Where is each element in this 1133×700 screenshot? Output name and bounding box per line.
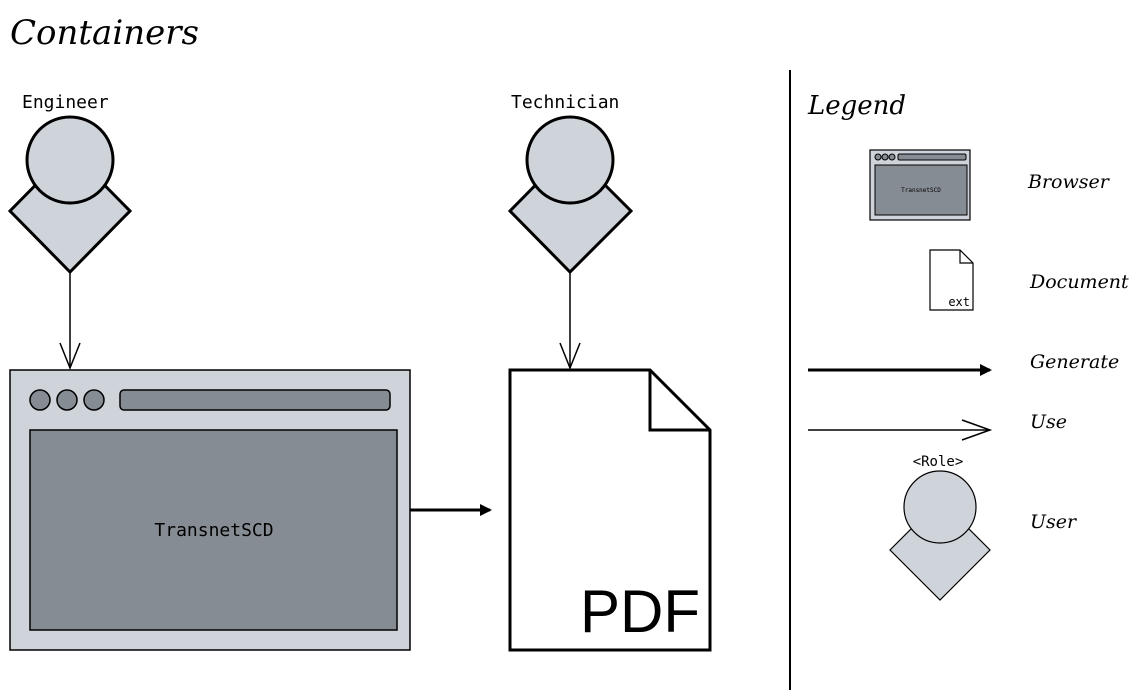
diagram-title: Containers (10, 13, 199, 53)
engineer-actor: Engineer (7, 92, 133, 275)
legend-browser-icon: TransnetSCD (869, 149, 971, 221)
technician-head (525, 115, 615, 205)
legend-title: Legend (807, 91, 906, 121)
engineer-label: Engineer (22, 92, 109, 113)
browser-dot-icon (83, 389, 105, 411)
browser-address-bar (119, 389, 391, 411)
legend-document-ext: ext (948, 295, 970, 309)
pdf-label: PDF (580, 578, 700, 645)
technician-label: Technician (511, 92, 619, 113)
legend-use-label: Use (1030, 411, 1067, 433)
legend-generate-label: Generate (1030, 351, 1119, 373)
document-fold (648, 370, 710, 432)
browser-dot-icon (56, 389, 78, 411)
browser-label: TransnetSCD (154, 520, 273, 541)
legend-browser-mini-label: TransnetSCD (901, 187, 941, 194)
legend-user-role: <Role> (913, 454, 964, 470)
document-outline (508, 368, 712, 652)
browser-dot-icon (29, 389, 51, 411)
legend-user-label: User (1030, 511, 1078, 533)
legend-document-icon: ext (929, 249, 974, 311)
engineer-head (25, 115, 115, 205)
engineer-use-arrow (59, 272, 81, 371)
technician-actor: Technician (507, 92, 634, 275)
browser-container: TransnetSCD (9, 369, 411, 651)
legend-user-icon: <Role> (889, 454, 991, 601)
technician-use-arrow (559, 272, 581, 371)
legend-document-label: Document (1029, 271, 1129, 293)
legend-use-arrow (808, 419, 993, 441)
browser-screen (29, 429, 398, 631)
legend-browser-label: Browser (1027, 171, 1111, 193)
pdf-document: PDF (508, 368, 712, 652)
